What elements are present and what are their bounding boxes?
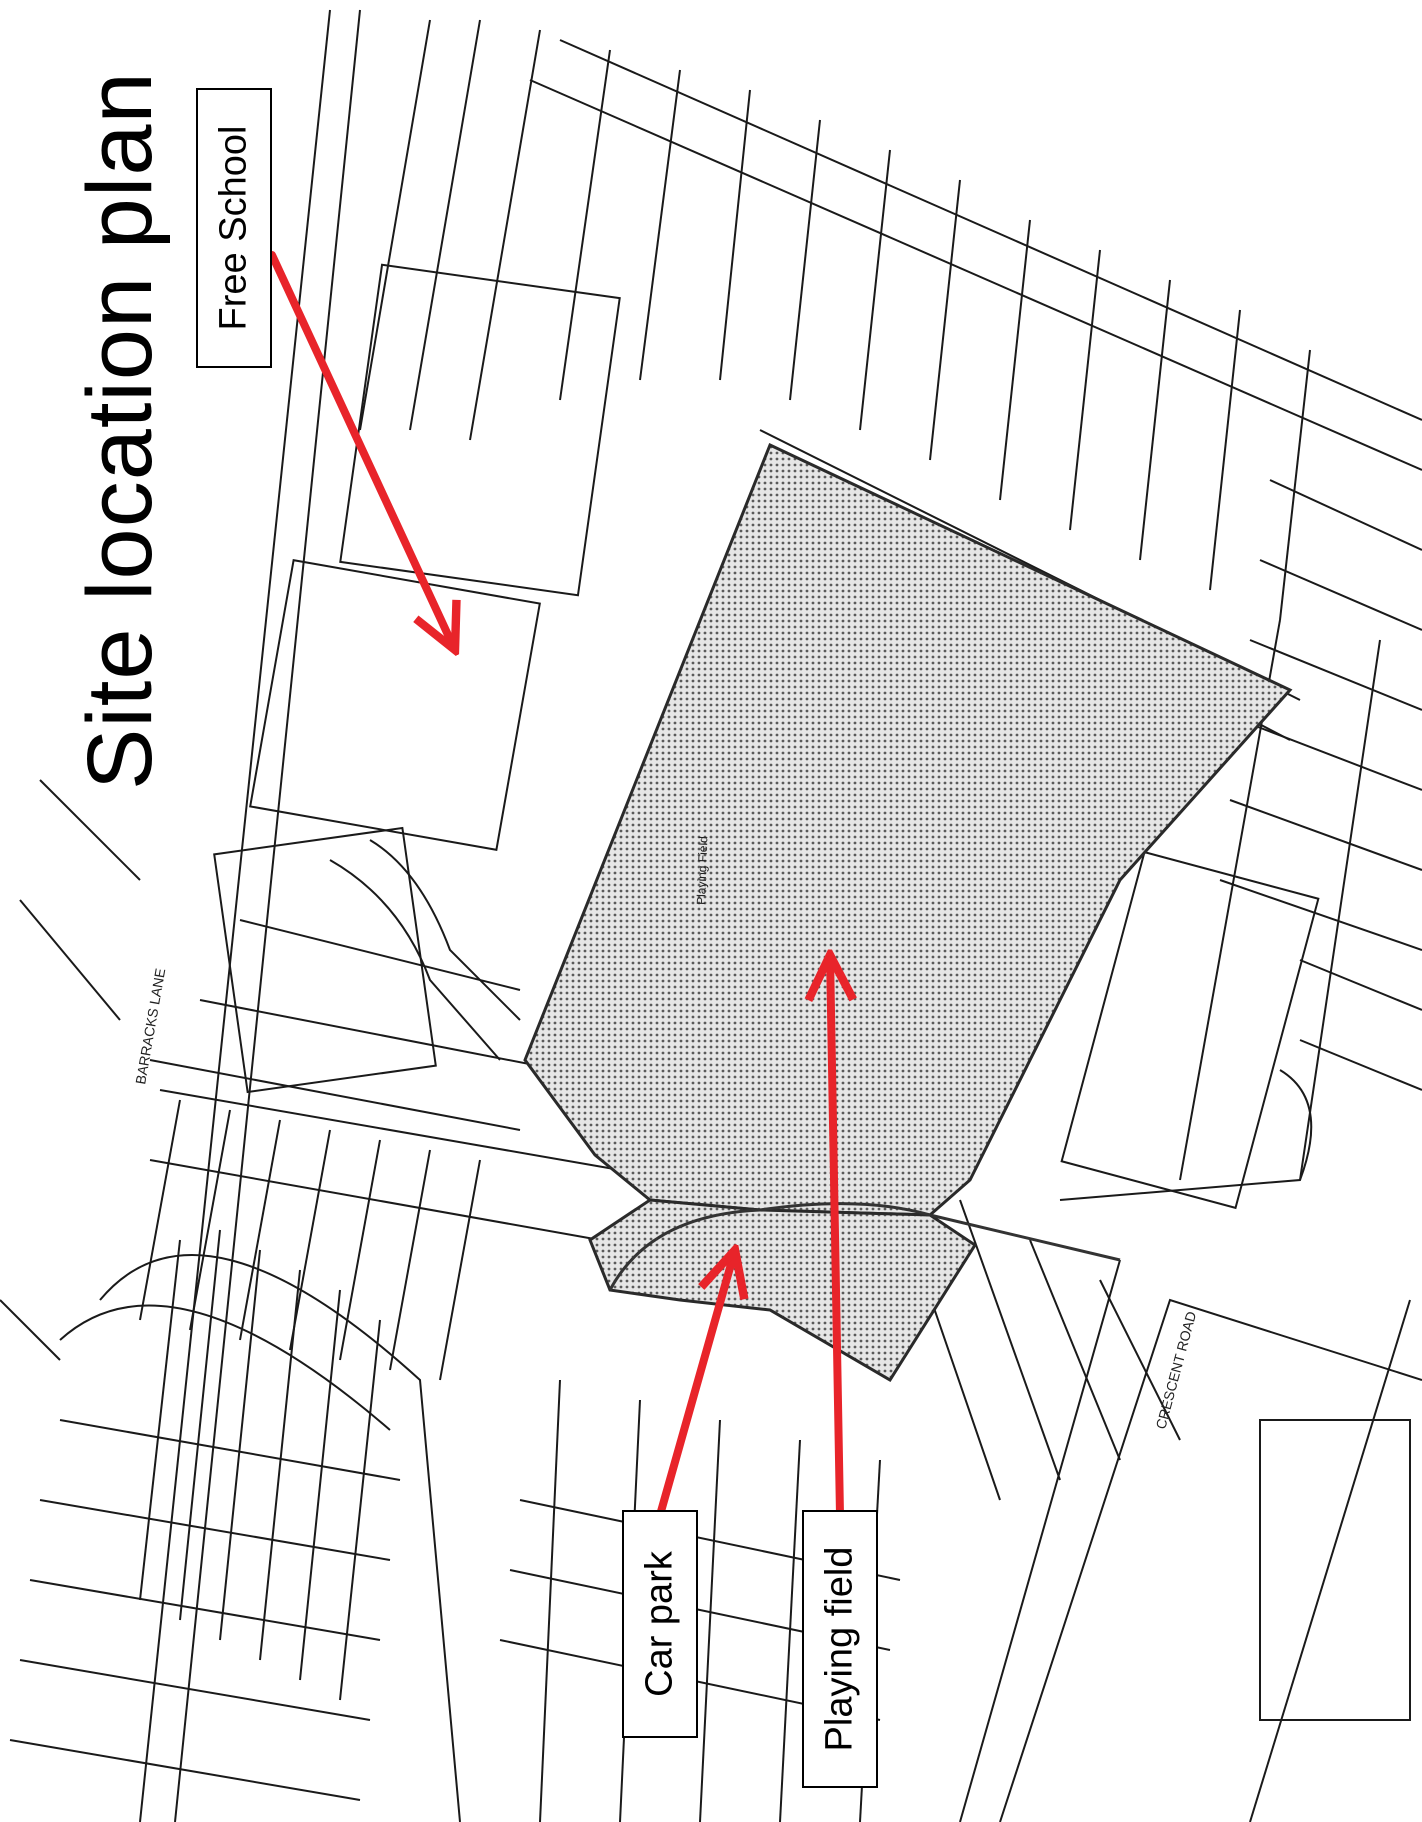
playing-field-arrow <box>830 955 840 1519</box>
car-park-arrow <box>656 1250 735 1519</box>
free-school-label: Free School <box>196 88 272 368</box>
playing-field-area <box>523 442 1293 1217</box>
playing-field-map-label: Playing Field <box>694 836 710 905</box>
playing-field-label-text: Playing field <box>818 1546 861 1752</box>
boundary-line <box>608 1202 1121 1291</box>
car-park-area <box>588 1198 978 1383</box>
street-label-crescent-road: CRESCENT ROAD <box>1152 1310 1199 1431</box>
free-school-label-text: Free School <box>212 125 255 331</box>
free-school-arrow <box>268 251 455 650</box>
car-park-label-text: Car park <box>638 1551 681 1697</box>
car-park-label: Car park <box>622 1510 698 1738</box>
playing-field-label: Playing field <box>802 1510 878 1788</box>
page-title: Site location plan <box>69 71 171 790</box>
arrow-icon <box>268 251 840 1519</box>
street-label-barracks-lane: BARRACKS LANE <box>132 967 168 1085</box>
